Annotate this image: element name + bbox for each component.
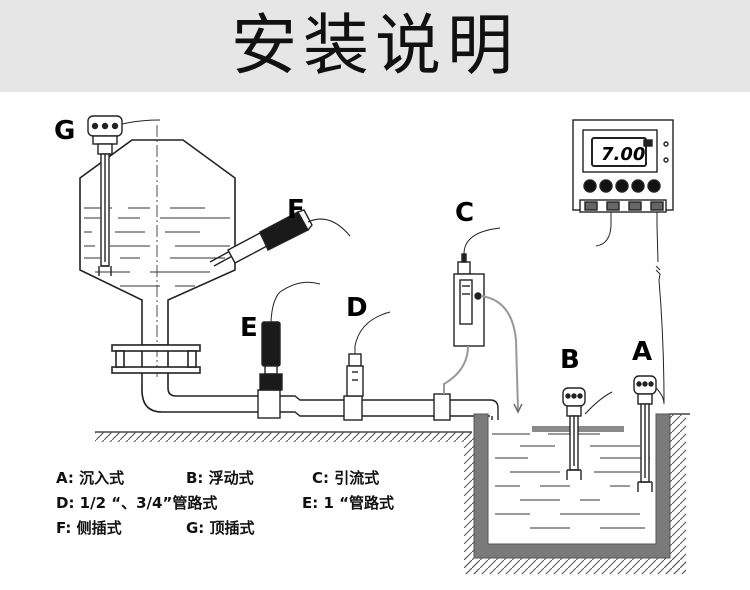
legend-row: A: 沉入式 B: 浮动式 C: 引流式: [56, 466, 394, 491]
legend-item: C: 引流式: [312, 469, 380, 487]
sensor-g: [87, 115, 161, 276]
sensor-d: [346, 311, 391, 397]
installation-diagram: G F E D: [54, 115, 690, 574]
legend-item: B: 浮动式: [186, 469, 254, 487]
label-a: A: [632, 337, 652, 367]
legend-row: D: 1/2 “、3/4”管路式 E: 1 “管路式: [56, 491, 394, 516]
legend: A: 沉入式 B: 浮动式 C: 引流式 D: 1/2 “、3/4”管路式 E: 1 …: [56, 466, 394, 541]
legend-item: F: 侧插式: [56, 519, 122, 537]
sensor-c: [443, 227, 523, 414]
sensor-b: [562, 387, 613, 480]
sensor-a: [633, 375, 665, 492]
tank-liquid: [84, 207, 230, 287]
legend-item: D: 1/2 “、3/4”管路式: [56, 494, 218, 512]
title-bar: [0, 0, 750, 92]
tank: [79, 125, 260, 413]
meter: [572, 119, 674, 403]
legend-item: E: 1 “管路式: [302, 494, 394, 512]
label-b: B: [560, 345, 580, 375]
label-d: D: [346, 293, 368, 323]
label-f: F: [287, 195, 305, 225]
label-c: C: [455, 198, 474, 228]
legend-item: G: 顶插式: [186, 519, 255, 537]
label-g: G: [54, 116, 75, 146]
legend-row: F: 侧插式 G: 顶插式: [56, 516, 394, 541]
sensor-e: [259, 281, 321, 391]
pipeline: [257, 389, 499, 421]
label-e: E: [240, 313, 258, 343]
meter-display: 7.00: [601, 144, 645, 165]
page-title: 安装说明: [231, 7, 519, 84]
sensor-f: [209, 209, 351, 267]
legend-item: A: 沉入式: [56, 469, 125, 487]
